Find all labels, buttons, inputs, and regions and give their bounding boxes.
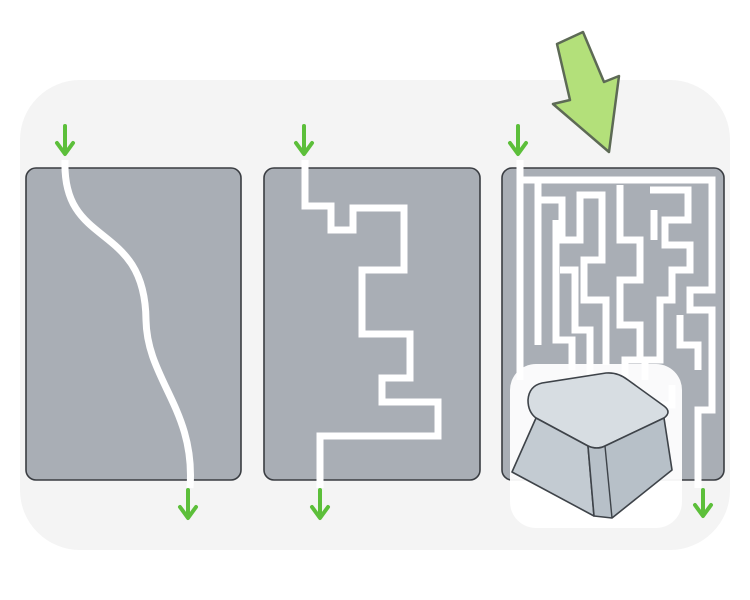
big-arrow-down-icon (551, 30, 621, 154)
panel-smooth-curve (25, 124, 242, 520)
panel-1-outlet-arrow-icon (178, 488, 198, 520)
maze-channel-b (552, 220, 594, 380)
maze-channel-c (616, 185, 644, 380)
panel-1-inlet-arrow-icon (55, 124, 75, 156)
keycap-icon (510, 364, 682, 528)
panel-3-outlet-arrow-icon (693, 488, 713, 518)
panel-1-channel (61, 159, 194, 489)
panel-2-outlet-arrow-icon (310, 488, 330, 520)
panel-2-inlet-arrow-icon (294, 124, 314, 156)
panel-1-block (25, 167, 242, 481)
panel-3-maze-channels (516, 160, 716, 488)
panel-stepped (263, 124, 481, 520)
panel-2-channel (301, 160, 442, 488)
maze-channel-a (534, 180, 610, 365)
maze-channel-d (641, 186, 694, 380)
maze-channel-main (516, 160, 716, 488)
panel-3-inlet-arrow-icon (508, 124, 528, 156)
